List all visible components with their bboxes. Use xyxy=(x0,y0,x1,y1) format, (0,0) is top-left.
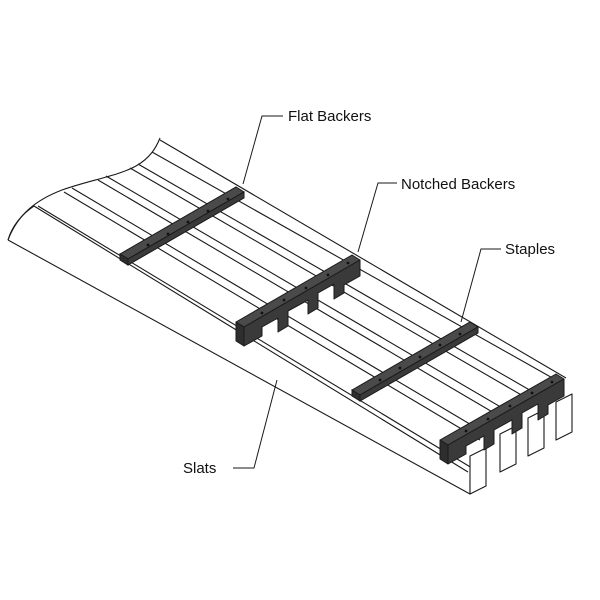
staples-leader xyxy=(460,248,501,323)
staple-holes xyxy=(260,261,350,315)
flat-backers-leader xyxy=(242,115,283,185)
flat-backers-label: Flat Backers xyxy=(288,108,371,125)
slat-ends xyxy=(469,393,573,495)
notched-backer-side xyxy=(447,378,565,465)
slat-end-face xyxy=(499,425,517,473)
slats-leader xyxy=(233,379,278,469)
flat-backer-2 xyxy=(351,321,479,402)
staples-label: Staples xyxy=(505,241,555,258)
staple-holes xyxy=(378,332,462,382)
staple-holes xyxy=(464,380,554,433)
notched-backer-1 xyxy=(235,254,361,347)
leader-lines xyxy=(233,115,501,469)
flat-backer-1 xyxy=(119,186,245,266)
slats-label: Slats xyxy=(183,460,216,477)
flat-backer-side xyxy=(127,191,245,266)
slat-seam xyxy=(159,139,567,379)
slat-end-face xyxy=(469,447,487,495)
notched-backer-2 xyxy=(439,373,565,465)
notched-backers-leader xyxy=(357,182,397,253)
slat-end-face xyxy=(555,393,573,441)
notched-backers-label: Notched Backers xyxy=(401,176,515,193)
slat-cut-edge xyxy=(7,137,161,241)
flat-backer-side xyxy=(359,326,479,402)
staple-holes xyxy=(146,197,230,247)
notched-backer-side xyxy=(243,259,361,347)
